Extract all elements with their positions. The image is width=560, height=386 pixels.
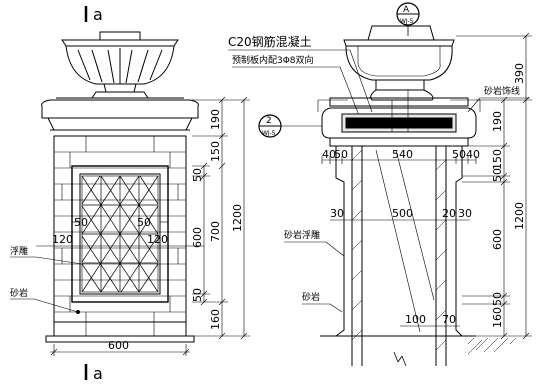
callout-a-number: A	[403, 5, 410, 15]
sec-dim-190: 190	[491, 111, 504, 132]
section-mid-dims	[330, 216, 470, 224]
sec-dim-540: 540	[392, 148, 413, 161]
sec-dim-30a: 30	[330, 207, 344, 220]
callout-a-sheet: WJ-5	[400, 18, 414, 25]
sec-dim-100: 100	[405, 313, 426, 326]
dim-e-600: 600	[191, 227, 204, 248]
note-sandstone-right: 砂岩	[302, 291, 320, 303]
callout-two-sheet: WJ-5	[262, 130, 276, 137]
dim-e-50a: 50	[191, 168, 204, 182]
section-bottom-dims	[400, 322, 460, 330]
sec-dim-total: 1200	[513, 202, 526, 230]
svg-text:a: a	[93, 5, 103, 24]
sec-dim-390: 390	[513, 63, 526, 84]
leader-relief	[10, 256, 83, 265]
dim-side-right: 120	[147, 233, 168, 246]
relief-panel	[71, 165, 169, 303]
urn-section	[343, 25, 455, 101]
section-mark-bottom: a	[84, 364, 103, 383]
dim-sides	[36, 242, 204, 250]
sec-dim-150: 150	[491, 149, 504, 170]
sec-dim-30b: 30	[458, 207, 472, 220]
sec-dim-50b: 50	[491, 292, 504, 306]
section-mark-top: a	[84, 5, 103, 24]
sec-dim-20: 20	[442, 207, 456, 220]
section-shaft	[320, 146, 476, 367]
leader-sandstone	[10, 298, 79, 313]
sec-dim-50a: 50	[491, 168, 504, 182]
section-right-chains	[456, 32, 532, 340]
dim-right-chains	[192, 96, 250, 340]
note-concrete: C20钢筋混凝土	[228, 34, 312, 49]
note-rebar: 预制板内配3Φ8双向	[232, 54, 314, 66]
sec-dim-40a: 40	[322, 148, 336, 161]
sec-dim-70: 70	[442, 313, 456, 326]
sec-dim-600: 600	[491, 229, 504, 250]
dim-e-50b: 50	[191, 288, 204, 302]
section-top-dims	[321, 156, 477, 164]
section-view: A WJ-5 C20钢筋混凝土 预制板内配3Φ8双向	[228, 2, 532, 367]
urn	[61, 31, 179, 99]
note-sandstone: 砂岩	[10, 287, 28, 299]
ground-hatch	[467, 337, 517, 355]
dim-bottom	[50, 344, 190, 356]
elevation-view: a a	[10, 5, 250, 383]
pillar-cap	[41, 97, 199, 137]
note-sandstone-line: 砂岩饰线	[484, 85, 520, 97]
sec-dim-50b: 50	[452, 148, 466, 161]
dim-e-total: 1200	[231, 204, 244, 232]
pillar-base	[45, 335, 195, 343]
svg-text:a: a	[93, 364, 103, 383]
callout-two: 2 WJ-5	[258, 114, 322, 138]
sec-dim-50a: 50	[334, 148, 348, 161]
dim-e-700: 700	[209, 221, 222, 242]
cap-slab	[317, 90, 481, 147]
dim-panel-right-label: 50	[137, 216, 151, 229]
note-relief: 浮雕	[10, 245, 28, 257]
note-relief-right: 砂岩浮雕	[284, 229, 320, 241]
dim-bottom-label: 600	[108, 339, 129, 352]
sec-dim-160: 160	[491, 307, 504, 328]
dim-panel-left-label: 50	[74, 216, 88, 229]
dim-e-150: 150	[209, 141, 222, 162]
sec-dim-500: 500	[392, 207, 413, 220]
dim-side-left: 120	[52, 233, 73, 246]
callout-a: A WJ-5	[396, 2, 420, 36]
dim-e-190: 190	[209, 109, 222, 130]
sec-dim-40b: 40	[466, 148, 480, 161]
callout-two-number: 2	[266, 116, 272, 126]
dim-e-160: 160	[209, 309, 222, 330]
